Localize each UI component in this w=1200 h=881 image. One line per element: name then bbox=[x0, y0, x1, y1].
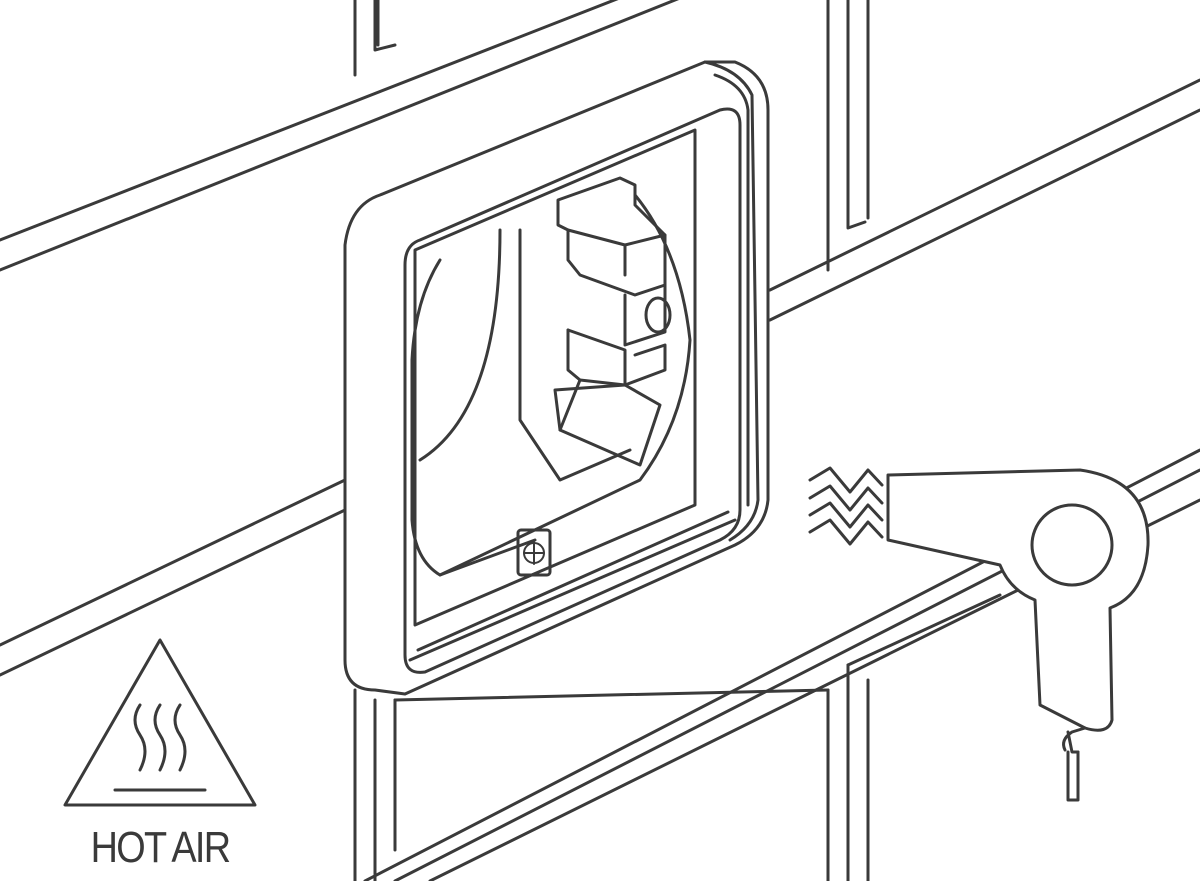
hair-dryer-icon bbox=[886, 468, 1150, 802]
hot-air-label: HOT AIR bbox=[90, 823, 231, 872]
socket-frame bbox=[343, 60, 770, 696]
hot-surface-warning-icon bbox=[63, 638, 257, 807]
hot-airflow-icon bbox=[808, 466, 884, 546]
